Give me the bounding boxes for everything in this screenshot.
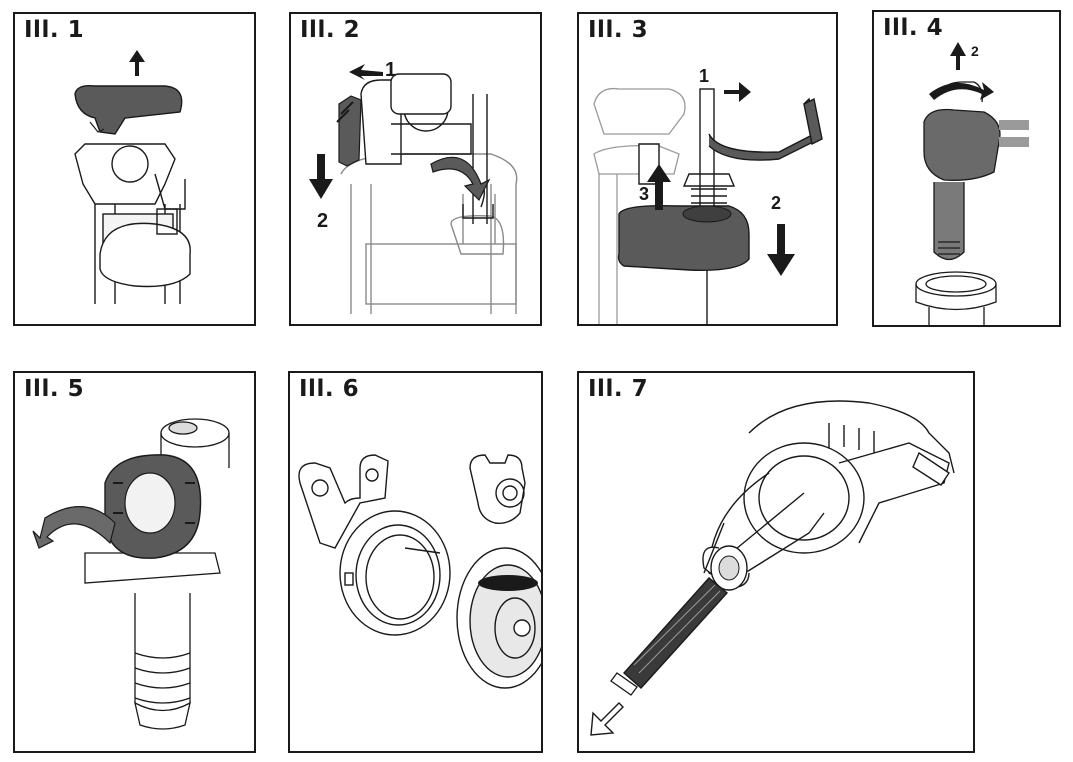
ring-part [339, 510, 451, 636]
up-arrow-icon [647, 164, 671, 210]
panel-label: Ill. 1 [24, 17, 85, 43]
panel-label: Ill. 4 [883, 15, 944, 41]
down-arrow-icon [309, 154, 333, 199]
down-arrow-icon [767, 224, 795, 276]
illustration-panel-3: Ill. 3 1 2 3 [577, 12, 838, 326]
rotate-arrow-icon [929, 82, 994, 100]
up-arrow-icon [950, 42, 966, 70]
panel-label: Ill. 7 [588, 376, 649, 402]
valve-cap-removal-drawing [74, 50, 191, 304]
panel-label: Ill. 6 [299, 376, 360, 402]
illustration-panel-6: Ill. 6 [288, 371, 543, 753]
cap-part [469, 454, 526, 524]
filter-part [610, 577, 729, 696]
callout-2: 2 [771, 193, 781, 213]
panel-label: Ill. 3 [588, 17, 649, 43]
arrow-1-icon [349, 64, 383, 80]
illustration-panel-5: Ill. 5 [13, 371, 256, 753]
valve-lift-out-drawing: 2 [915, 42, 1029, 325]
clip-part [338, 95, 362, 167]
down-left-arrow-icon [590, 702, 624, 736]
right-arrow-icon [724, 82, 751, 102]
illustration-panel-1: Ill. 1 [13, 12, 256, 326]
curved-arrow-icon [32, 506, 116, 549]
lever-cap [74, 84, 183, 135]
curved-arrow-icon [430, 156, 491, 202]
illustration-panel-7: Ill. 7 [577, 371, 975, 753]
callout-2: 2 [971, 43, 979, 59]
float-removal-drawing: 1 2 3 [593, 66, 823, 324]
exploded-parts-drawing [298, 454, 541, 689]
up-arrow-icon [129, 50, 145, 76]
clip-release-drawing: 1 2 [309, 59, 518, 314]
callout-1: 1 [699, 66, 709, 86]
callout-2: 2 [317, 210, 328, 232]
seal-cover-drawing [32, 418, 230, 730]
illustration-panel-2: Ill. 2 1 2 [289, 12, 542, 326]
bracket-part [298, 454, 389, 549]
illustration-panel-4: Ill. 4 2 [872, 10, 1061, 327]
callout-3: 3 [639, 184, 649, 204]
panel-label: Ill. 5 [24, 376, 85, 402]
callout-1: 1 [385, 59, 396, 81]
filter-removal-drawing [590, 400, 955, 736]
panel-label: Ill. 2 [300, 17, 361, 43]
